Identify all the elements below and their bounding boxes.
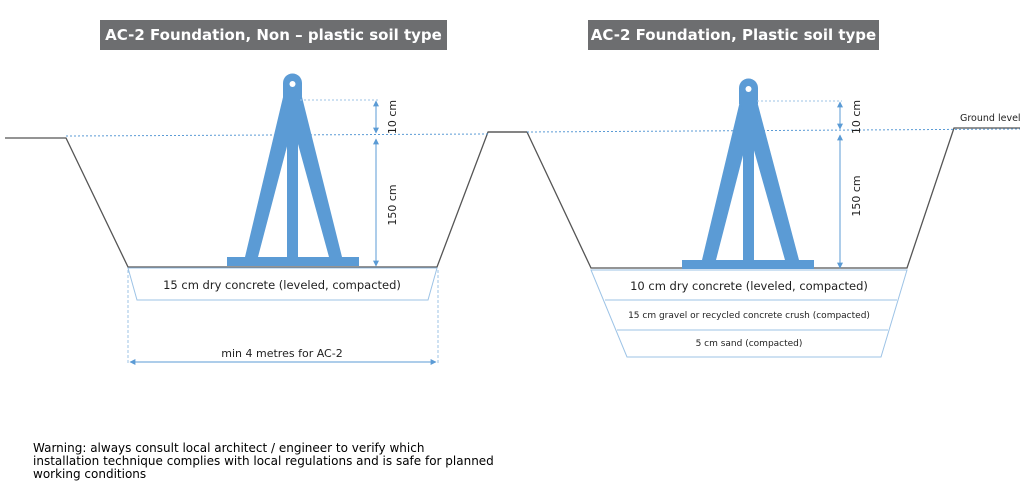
left-height-dimensions: 10 cm 150 cm	[300, 99, 399, 267]
left-diagram-title: AC-2 Foundation, Non – plastic soil type	[100, 20, 447, 50]
left-width-label: min 4 metres for AC-2	[221, 347, 342, 360]
right-concrete-label: 10 cm dry concrete (leveled, compacted)	[630, 279, 868, 293]
left-concrete-label: 15 cm dry concrete (leveled, compacted)	[163, 278, 401, 292]
warning-line-2: installation technique complies with loc…	[33, 454, 494, 468]
left-concrete-layer: 15 cm dry concrete (leveled, compacted)	[127, 267, 438, 301]
right-sand-label: 5 cm sand (compacted)	[696, 339, 803, 349]
right-diagram-title: AC-2 Foundation, Plastic soil type	[588, 20, 879, 50]
right-tower	[682, 78, 814, 269]
left-tower	[227, 73, 359, 266]
warning-note: Warning: always consult local architect …	[33, 442, 553, 481]
right-height-dimensions: 10 cm 150 cm	[757, 100, 863, 269]
left-width-dimension: min 4 metres for AC-2	[127, 270, 439, 365]
left-height-main-label: 150 cm	[386, 184, 399, 225]
right-gravel-label: 15 cm gravel or recycled concrete crush …	[628, 311, 870, 321]
right-height-main-label: 150 cm	[850, 175, 863, 216]
right-layers: 10 cm dry concrete (leveled, compacted) …	[590, 269, 908, 358]
right-height-top-label: 10 cm	[850, 100, 863, 134]
warning-line-3: working conditions	[33, 467, 147, 481]
ground-level-label: Ground level	[960, 113, 1021, 124]
warning-line-1: Warning: always consult local architect …	[33, 441, 425, 455]
left-height-top-label: 10 cm	[386, 100, 399, 134]
